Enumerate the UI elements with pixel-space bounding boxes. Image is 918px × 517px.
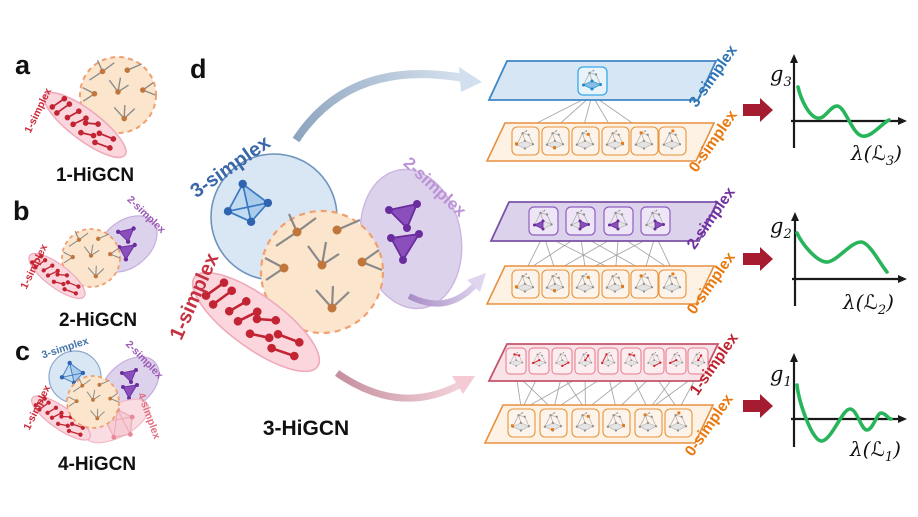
graph-box-0simplex bbox=[541, 126, 570, 156]
graph-box-2simplex bbox=[565, 206, 596, 236]
axes bbox=[792, 220, 899, 306]
two-simplex-boxes bbox=[528, 206, 671, 236]
graph-box-0simplex bbox=[602, 408, 631, 438]
mapping-arrow-icon bbox=[743, 98, 773, 122]
flow-arrow-1simplex bbox=[334, 370, 475, 402]
panel-b: b 2-simplex 1-simplex 2-HiGCN bbox=[13, 194, 168, 331]
panel-b-letter: b bbox=[13, 196, 30, 226]
ylabel-g2: g2 bbox=[770, 214, 792, 242]
mapping-arrow-icon bbox=[743, 394, 773, 418]
graph-box-0simplex bbox=[507, 408, 536, 438]
graph-box-0simplex bbox=[630, 269, 659, 299]
x-axis-arrowhead bbox=[898, 275, 907, 283]
graph-box-0simplex bbox=[571, 269, 600, 299]
graph-box-0simplex bbox=[571, 408, 600, 438]
graph-box-0simplex bbox=[658, 126, 687, 156]
mapping-arrow-icon bbox=[743, 247, 773, 271]
filter-plot-g1: g1 λ(ℒ1) bbox=[743, 353, 907, 465]
filter-curve-g3 bbox=[796, 85, 891, 138]
graph-box-1simplex bbox=[665, 347, 687, 375]
point-cloud-blob-a bbox=[79, 56, 157, 134]
graph-box-1simplex bbox=[597, 347, 619, 375]
graph-box-0simplex bbox=[511, 126, 540, 156]
graph-box-0simplex bbox=[539, 408, 568, 438]
panel-d-caption: 3-HiGCN bbox=[263, 417, 349, 440]
panel-c-letter: c bbox=[15, 336, 30, 366]
zero-simplex-boxes-bottom bbox=[507, 408, 693, 438]
panel-c-caption: 4-HiGCN bbox=[58, 454, 136, 475]
point-cloud-blob-d bbox=[259, 209, 385, 335]
graph-box-0simplex bbox=[601, 269, 630, 299]
graph-box-2simplex bbox=[640, 206, 671, 236]
graph-box-0simplex bbox=[664, 408, 693, 438]
one-simplex-blob-b bbox=[27, 251, 86, 300]
graph-box-3simplex bbox=[577, 66, 608, 96]
panel-a-caption: 1-HiGCN bbox=[56, 165, 134, 186]
layer-diagram-2simplex: 2-simplex 0-simplex bbox=[485, 184, 739, 318]
layer-diagram-1simplex: 1-simplex 0-simplex bbox=[483, 330, 742, 460]
y-axis-arrowhead bbox=[791, 212, 799, 221]
flow-arrow-2simplex bbox=[407, 273, 486, 307]
axes bbox=[791, 361, 899, 447]
panel-a-letter: a bbox=[15, 50, 31, 80]
graph-box-1simplex bbox=[574, 347, 596, 375]
panel-b-caption: 2-HiGCN bbox=[59, 310, 137, 331]
graph-box-2simplex bbox=[528, 206, 559, 236]
graph-box-1simplex bbox=[505, 347, 527, 375]
y-axis-arrowhead bbox=[790, 54, 798, 63]
graph-box-1simplex bbox=[687, 347, 709, 375]
y-axis-arrowhead bbox=[790, 353, 798, 362]
xlabel-lambda-L1: λ(ℒ1) bbox=[849, 437, 901, 465]
point-cloud-blob-b bbox=[61, 228, 121, 288]
panel-d-letter: d bbox=[190, 54, 207, 84]
panel-a: a 1-simplex 1-HiGCN bbox=[15, 50, 157, 186]
filter-curve-g2 bbox=[795, 231, 889, 274]
xlabel-lambda-L3: λ(ℒ3) bbox=[850, 141, 902, 169]
graph-box-0simplex bbox=[571, 126, 600, 156]
panel-c: c 3-simplex 2-simplex 1-simplex 4-simple… bbox=[15, 335, 165, 475]
filter-plot-g2: g2 λ(ℒ2) bbox=[743, 212, 907, 318]
x-axis-arrowhead bbox=[898, 117, 907, 125]
filter-plot-g3: g3 λ(ℒ3) bbox=[743, 54, 907, 169]
graph-box-2simplex bbox=[603, 206, 634, 236]
graph-box-0simplex bbox=[601, 126, 630, 156]
panel-d: d 3-simplex 2-simplex 1-simplex 3-HiGCN bbox=[166, 54, 486, 440]
one-simplex-blob-c bbox=[31, 393, 91, 441]
axes bbox=[791, 62, 899, 148]
filter-curve-g1 bbox=[795, 383, 893, 443]
flow-arrow-3simplex bbox=[292, 67, 482, 143]
zero-simplex-boxes-middle bbox=[511, 269, 687, 299]
one-simplex-blob-a bbox=[43, 91, 127, 159]
point-cloud-blob-c bbox=[66, 375, 120, 429]
ylabel-g1: g1 bbox=[770, 362, 792, 390]
graph-box-0simplex bbox=[511, 269, 540, 299]
layer-diagram-3simplex: 3-simplex 0-simplex bbox=[485, 42, 741, 176]
zero-simplex-boxes-top bbox=[511, 126, 687, 156]
graph-box-0simplex bbox=[634, 408, 663, 438]
graph-box-1simplex bbox=[551, 347, 573, 375]
one-simplex-blob-d bbox=[191, 271, 321, 373]
x-axis-arrowhead bbox=[898, 415, 907, 423]
graph-box-0simplex bbox=[658, 269, 687, 299]
graph-box-1simplex bbox=[528, 347, 550, 375]
graph-box-1simplex bbox=[620, 347, 642, 375]
ylabel-g3: g3 bbox=[770, 62, 792, 90]
graph-box-1simplex bbox=[643, 347, 665, 375]
one-simplex-boxes bbox=[505, 347, 709, 375]
graph-box-0simplex bbox=[541, 269, 570, 299]
graph-box-0simplex bbox=[630, 126, 659, 156]
xlabel-lambda-L2: λ(ℒ2) bbox=[842, 290, 894, 318]
